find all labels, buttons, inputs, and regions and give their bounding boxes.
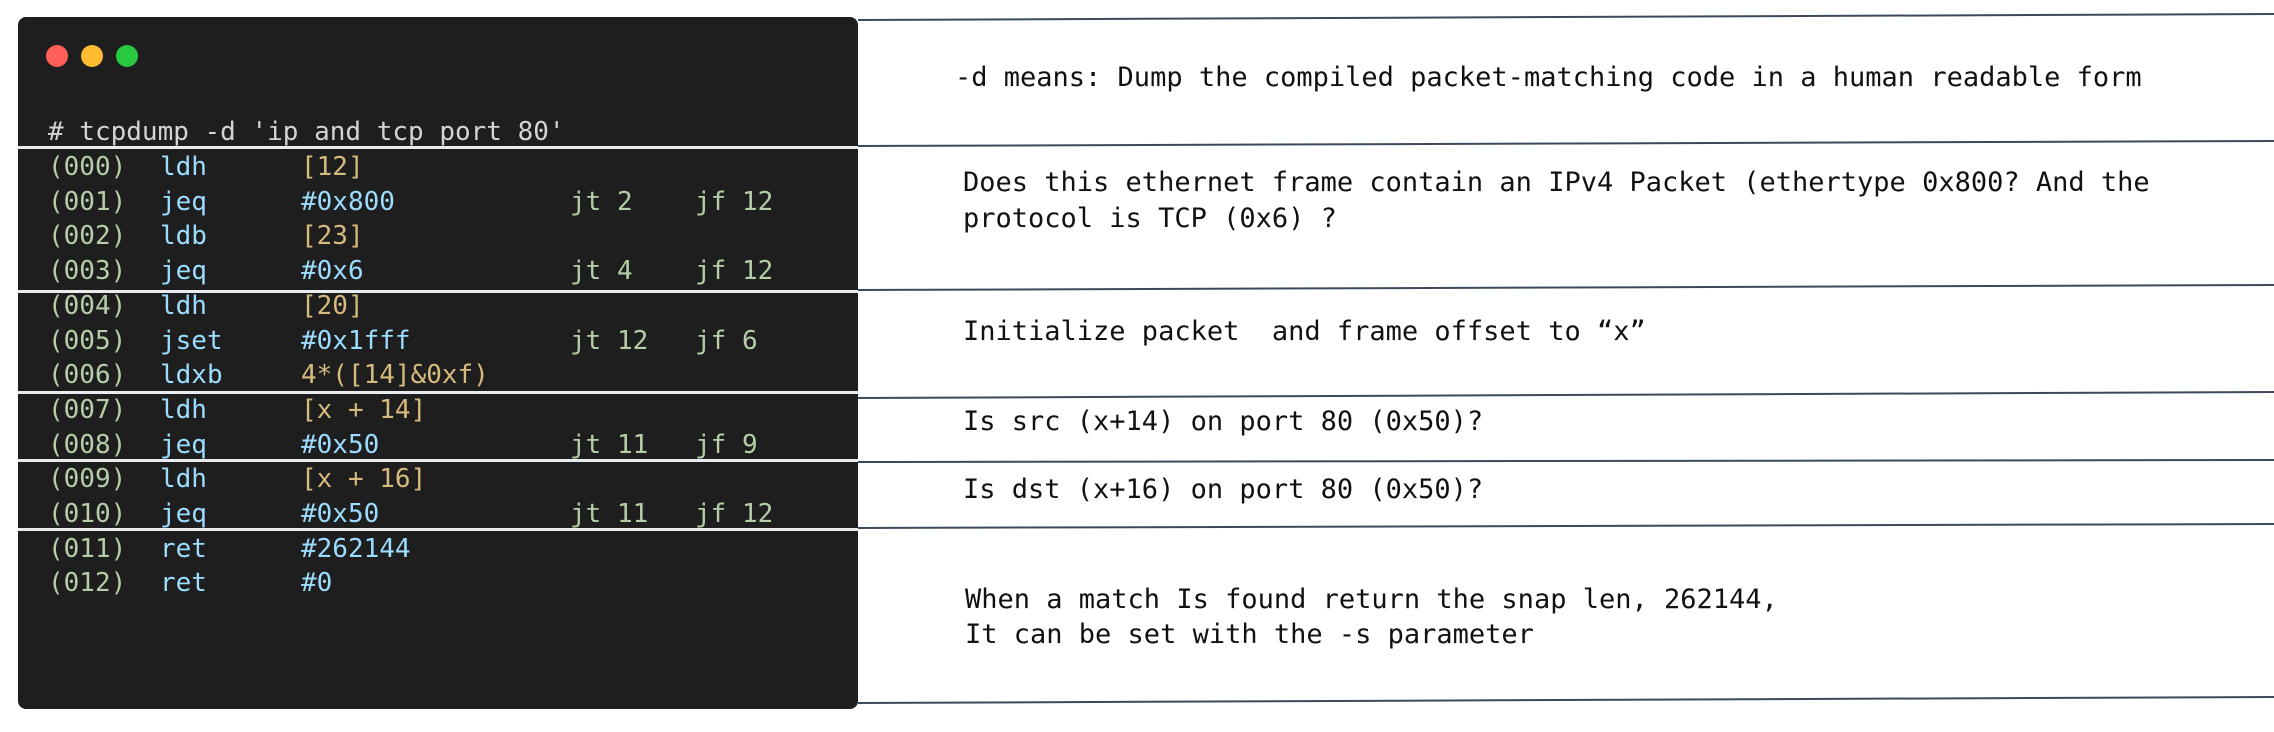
line-number: (011) <box>48 533 127 564</box>
command-line: # tcpdump -d 'ip and tcp port 80' <box>48 117 565 147</box>
opcode: jeq <box>160 186 207 217</box>
annotation-ipv4-line1: Does this ethernet frame contain an IPv4… <box>963 167 2150 198</box>
operand: #0x1fff <box>301 325 411 356</box>
line-number: (012) <box>48 568 127 599</box>
operand: [12] <box>301 152 364 182</box>
opcode: ret <box>160 533 207 564</box>
annotation-offset: Initialize packet and frame offset to “x… <box>963 316 1646 347</box>
operand: #0x6 <box>301 256 364 287</box>
opcode: jeq <box>160 499 207 529</box>
line-number: (000) <box>48 152 127 182</box>
operand: #262144 <box>301 533 411 564</box>
operand: [20] <box>301 290 364 321</box>
line-number: (007) <box>48 394 127 425</box>
jump-false: jf 12 <box>695 499 774 529</box>
operand: 4*([14]&0xf) <box>301 360 489 391</box>
operand: #0x800 <box>301 186 395 217</box>
jump-false: jf 12 <box>695 256 774 287</box>
opcode: ldb <box>160 221 207 252</box>
line-number: (003) <box>48 256 127 287</box>
jump-true: jt 11 <box>570 429 649 460</box>
line-number: (005) <box>48 325 127 356</box>
maximize-window-dot[interactable] <box>116 45 138 67</box>
annotation-ipv4-line2: protocol is TCP (0x6) ? <box>963 203 1337 234</box>
operand: #0 <box>301 568 333 599</box>
opcode: ret <box>160 568 207 599</box>
opcode: ldh <box>160 464 207 495</box>
opcode: ldh <box>160 290 207 321</box>
line-number: (009) <box>48 464 127 495</box>
jump-false: jf 12 <box>695 186 774 217</box>
annotation-ret-line2: It can be set with the -s parameter <box>965 619 1534 650</box>
jump-true: jt 2 <box>570 186 633 217</box>
opcode: jeq <box>160 256 207 287</box>
opcode: ldh <box>160 152 207 182</box>
opcode: jeq <box>160 429 207 460</box>
divider-line <box>857 284 2274 291</box>
group-separator <box>18 459 858 462</box>
jump-true: jt 4 <box>570 256 633 287</box>
bpf-code: # tcpdump -d 'ip and tcp port 80' (000) l… <box>18 17 858 709</box>
divider-line <box>857 13 2274 21</box>
group-separator <box>18 290 858 293</box>
line-number: (004) <box>48 290 127 321</box>
group-separator <box>18 528 858 531</box>
jump-true: jt 11 <box>570 499 649 529</box>
operand: [23] <box>301 221 364 252</box>
jump-false: jf 6 <box>695 325 758 356</box>
annotation-ret-line1: When a match Is found return the snap le… <box>965 584 1778 615</box>
divider-line <box>857 523 2274 529</box>
line-number: (010) <box>48 499 127 529</box>
group-separator <box>18 146 858 149</box>
jump-true: jt 12 <box>570 325 649 356</box>
close-window-dot[interactable] <box>46 45 68 67</box>
divider-line <box>857 459 2274 463</box>
annotation-dump: -d means: Dump the compiled packet-match… <box>955 62 2142 93</box>
operand: #0x50 <box>301 429 380 460</box>
line-number: (002) <box>48 221 127 252</box>
minimize-window-dot[interactable] <box>81 45 103 67</box>
opcode: ldxb <box>160 360 223 391</box>
operand: #0x50 <box>301 499 380 529</box>
opcode: jset <box>160 325 223 356</box>
divider-line <box>857 696 2274 704</box>
opcode: ldh <box>160 394 207 425</box>
group-separator <box>18 391 858 394</box>
jump-false: jf 9 <box>695 429 758 460</box>
annotation-dst: Is dst (x+16) on port 80 (0x50)? <box>963 474 1484 505</box>
line-number: (008) <box>48 429 127 460</box>
line-number: (001) <box>48 186 127 217</box>
annotation-src: Is src (x+14) on port 80 (0x50)? <box>963 406 1484 437</box>
line-number: (006) <box>48 360 127 391</box>
terminal-window: # tcpdump -d 'ip and tcp port 80' (000) l… <box>18 17 858 709</box>
operand: [x + 14] <box>301 394 427 425</box>
divider-line <box>857 140 2274 147</box>
divider-line <box>857 391 2274 399</box>
operand: [x + 16] <box>301 464 427 495</box>
